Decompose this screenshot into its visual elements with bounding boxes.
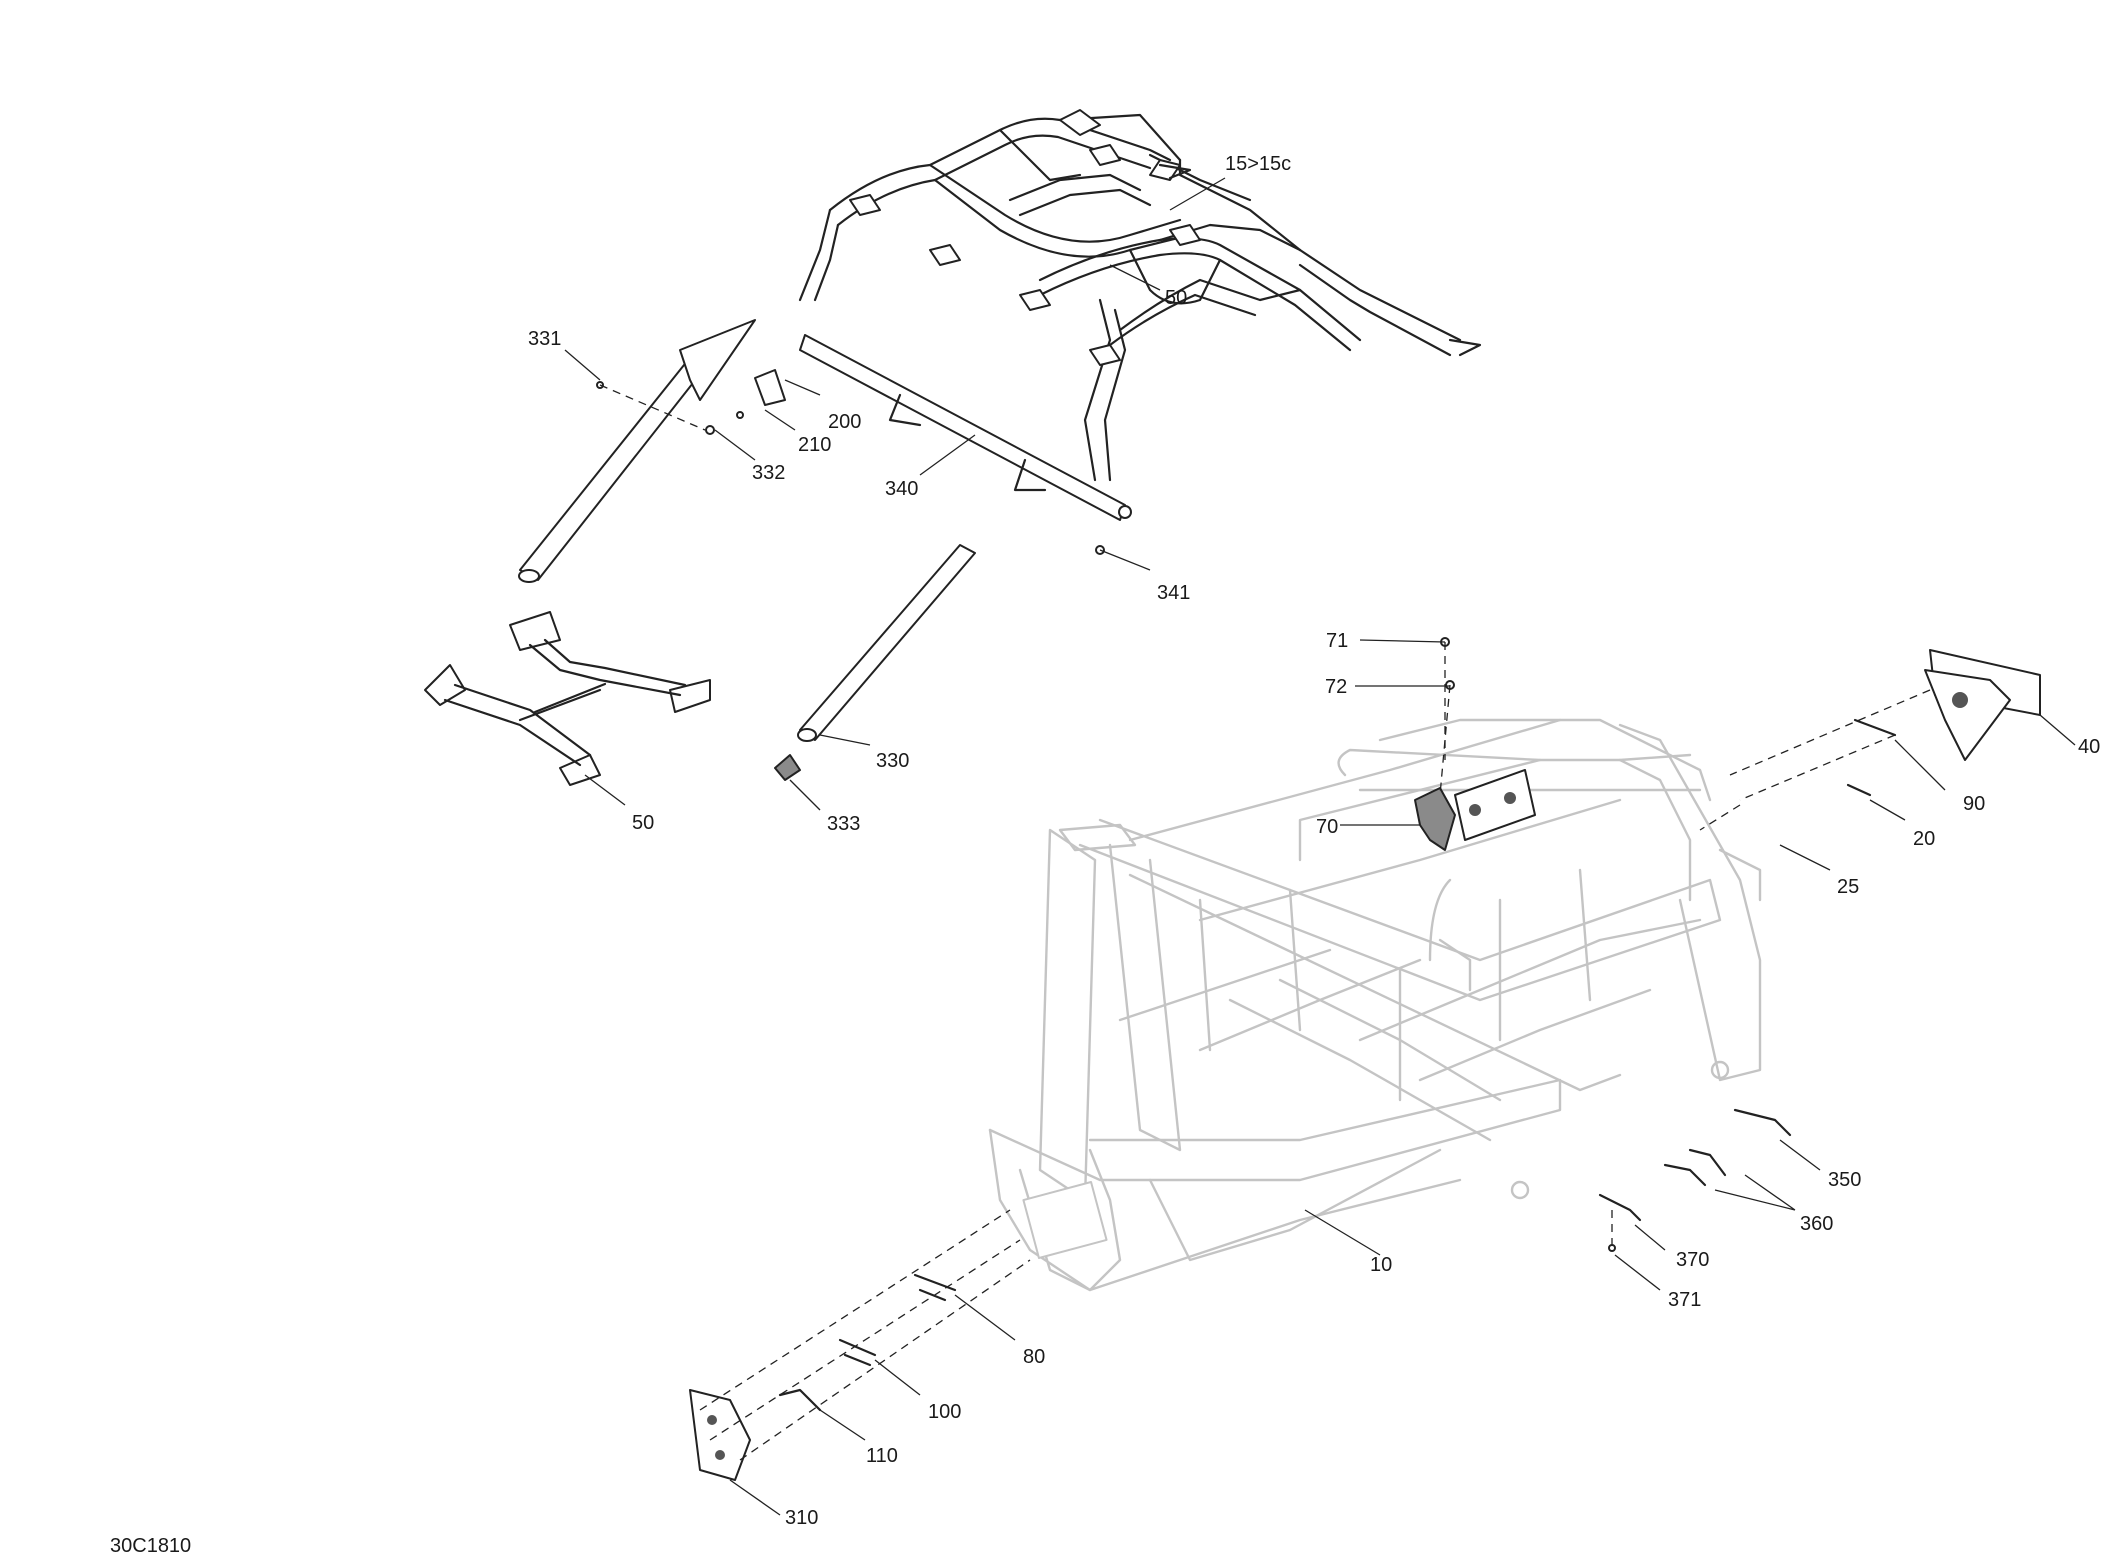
- pins-and-straps: [596, 381, 1897, 1412]
- clamp-200: [754, 369, 786, 406]
- seat-cross-frame: [424, 611, 711, 786]
- callout-10: 10: [1370, 1254, 1392, 1276]
- front-pillar-tube: [518, 319, 756, 583]
- front-bracket-310: [689, 1389, 751, 1481]
- callout-50-left: 50: [632, 812, 654, 834]
- callout-330: 330: [876, 750, 909, 772]
- callout-110: 110: [866, 1445, 898, 1467]
- callout-200: 200: [828, 411, 861, 433]
- callout-15-15c: 15>15c: [1225, 153, 1291, 175]
- callout-310: 310: [785, 1507, 818, 1529]
- callout-340: 340: [885, 478, 918, 500]
- callout-333: 333: [827, 813, 860, 835]
- callout-20: 20: [1913, 828, 1935, 850]
- callout-90: 90: [1963, 793, 1985, 815]
- rear-bracket-40: [1924, 649, 2041, 761]
- bracket-70: [1414, 769, 1536, 851]
- callout-371: 371: [1668, 1289, 1701, 1311]
- callout-341: 341: [1157, 582, 1190, 604]
- callout-370: 370: [1676, 1249, 1709, 1271]
- main-frame: [988, 718, 1762, 1292]
- diagram-code: 30C1810: [110, 1535, 191, 1557]
- assembly-lines: [599, 384, 1931, 1461]
- vertical-tube-330: [797, 544, 976, 742]
- callout-100: 100: [928, 1401, 961, 1423]
- callout-70: 70: [1316, 816, 1338, 838]
- callout-labels: 15>15c 50 331 200 210 332 340 341 330 50…: [110, 153, 2100, 1557]
- callout-80: 80: [1023, 1346, 1045, 1368]
- callout-360: 360: [1800, 1213, 1833, 1235]
- callout-332: 332: [752, 462, 785, 484]
- callout-350: 350: [1828, 1169, 1861, 1191]
- callout-71: 71: [1326, 630, 1348, 652]
- callout-72: 72: [1325, 676, 1347, 698]
- roll-cage-top: [798, 109, 1482, 482]
- callout-210: 210: [798, 434, 831, 456]
- callout-40: 40: [2078, 736, 2100, 758]
- leader-lines: [564, 177, 2076, 1516]
- callout-331: 331: [528, 328, 561, 350]
- bracket-333: [774, 754, 801, 781]
- callout-25: 25: [1837, 876, 1859, 898]
- callout-50-top: 50: [1165, 287, 1187, 309]
- roof-cross-tube: [799, 334, 1132, 521]
